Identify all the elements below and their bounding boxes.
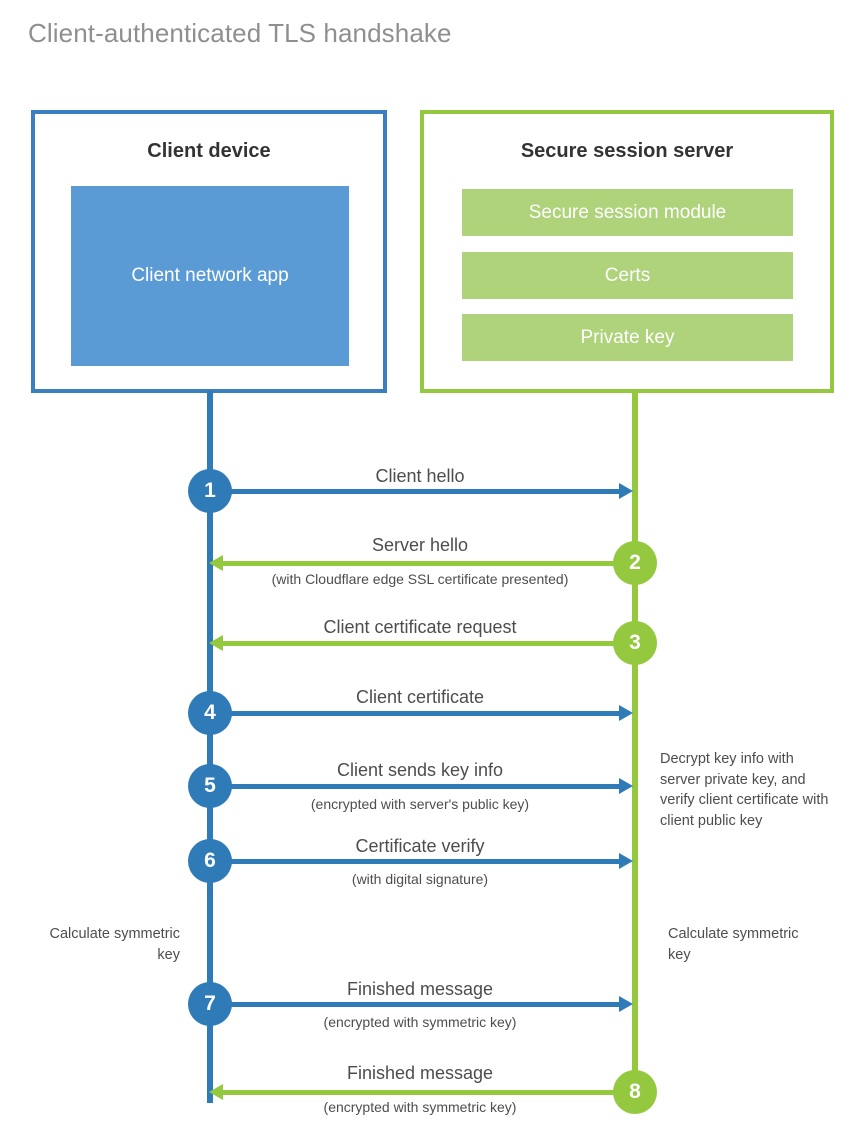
secure-session-server-title: Secure session server bbox=[520, 140, 734, 162]
server-component-private-key: Private key bbox=[462, 314, 793, 361]
server-decrypt-note: Decrypt key info with server private key… bbox=[660, 751, 829, 829]
server-calculate-symmetric-key-note: Calculate symmetric key bbox=[668, 926, 799, 963]
arrow-head-icon bbox=[209, 635, 223, 651]
arrow-head-icon bbox=[209, 555, 223, 571]
server-component-certs: Certs bbox=[462, 252, 793, 299]
arrow-head-icon bbox=[209, 1084, 223, 1100]
step-8-label: Finished message bbox=[346, 1063, 494, 1083]
step-6-arrow bbox=[210, 853, 633, 869]
step-1-circle: 1 bbox=[188, 469, 232, 513]
step-4-label: Client certificate bbox=[355, 687, 485, 707]
step-2-sublabel: (with Cloudflare edge SSL certificate pr… bbox=[271, 571, 569, 587]
arrow-head-icon bbox=[619, 483, 633, 499]
step-5-arrow bbox=[210, 778, 633, 794]
step-4-circle: 4 bbox=[188, 691, 232, 735]
step-2-circle: 2 bbox=[613, 541, 657, 585]
step-8-arrow bbox=[209, 1084, 632, 1100]
step-5-label: Client sends key info bbox=[336, 760, 504, 780]
client-calculate-symmetric-key-note: Calculate symmetric key bbox=[49, 926, 180, 963]
client-lifeline bbox=[207, 391, 213, 1103]
client-network-app-block: Client network app bbox=[71, 186, 349, 366]
step-3-label: Client certificate request bbox=[323, 617, 517, 637]
step-7-circle: 7 bbox=[188, 982, 232, 1026]
client-device-box: Client device Client network app bbox=[31, 110, 387, 393]
client-device-title: Client device bbox=[147, 140, 271, 162]
step-7-label: Finished message bbox=[346, 979, 494, 999]
secure-session-server-box: Secure session server Secure session mod… bbox=[420, 110, 834, 393]
arrow-head-icon bbox=[619, 853, 633, 869]
step-8-circle: 8 bbox=[613, 1070, 657, 1114]
step-5-circle: 5 bbox=[188, 764, 232, 808]
step-1-arrow bbox=[210, 483, 633, 499]
arrow-head-icon bbox=[619, 778, 633, 794]
step-1-label: Client hello bbox=[375, 466, 465, 486]
server-lifeline bbox=[632, 391, 638, 1093]
step-6-sublabel: (with digital signature) bbox=[351, 871, 489, 887]
page-title: Client-authenticated TLS handshake bbox=[28, 18, 452, 48]
arrow-head-icon bbox=[619, 705, 633, 721]
arrow-head-icon bbox=[619, 996, 633, 1012]
step-2-arrow bbox=[209, 555, 632, 571]
step-7-sublabel: (encrypted with symmetric key) bbox=[323, 1014, 517, 1030]
step-6-circle: 6 bbox=[188, 839, 232, 883]
step-3-circle: 3 bbox=[613, 621, 657, 665]
step-5-sublabel: (encrypted with server's public key) bbox=[310, 796, 530, 812]
step-8-sublabel: (encrypted with symmetric key) bbox=[323, 1099, 517, 1115]
step-4-arrow bbox=[210, 705, 633, 721]
step-7-arrow bbox=[210, 996, 633, 1012]
step-3-arrow bbox=[209, 635, 632, 651]
step-6-label: Certificate verify bbox=[355, 836, 485, 856]
server-component-secure-session-module: Secure session module bbox=[462, 189, 793, 236]
step-2-label: Server hello bbox=[371, 535, 469, 555]
